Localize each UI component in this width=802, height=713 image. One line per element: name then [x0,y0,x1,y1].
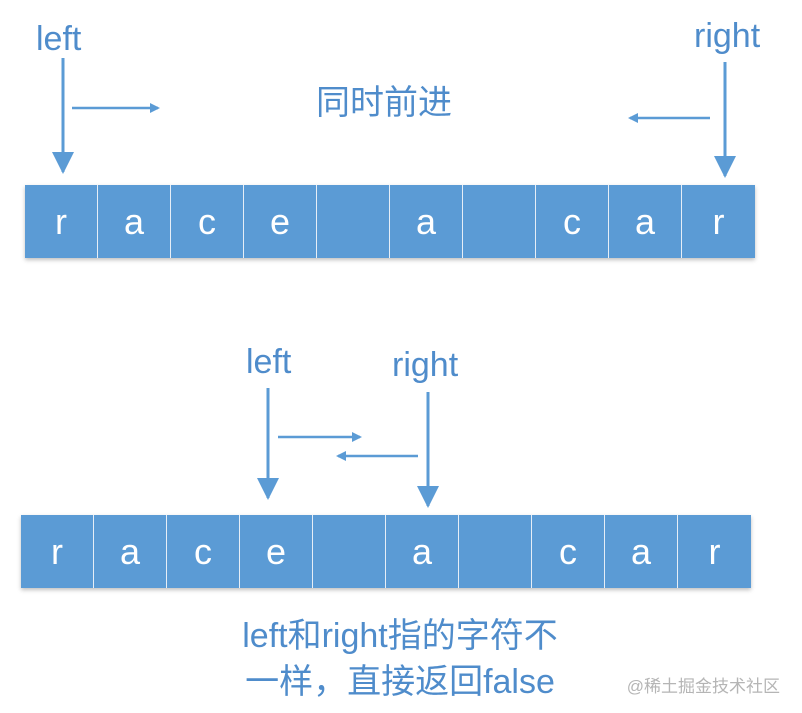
top-cell: e [244,185,317,258]
top-right-label: right [694,17,761,55]
bottom-cell: a [386,515,459,588]
watermark: @稀土掘金技术社区 [626,677,780,696]
top-cell: r [25,185,98,258]
top-cell [317,185,390,258]
bottom-cell: r [678,515,751,588]
bottom-cell [459,515,532,588]
bottom-left-label: left [246,343,292,381]
bottom-cell: a [605,515,678,588]
bottom-caption-line1: left和right指的字符不 [242,617,558,655]
top-cell: a [98,185,171,258]
top-cell: c [536,185,609,258]
bottom-string-row: r a c e a c a r [21,515,751,588]
bottom-cell: r [21,515,94,588]
bottom-cell: a [94,515,167,588]
bottom-caption: left和right指的字符不 一样，直接返回false [160,614,640,706]
top-cell: a [390,185,463,258]
top-cell [463,185,536,258]
bottom-cell: c [167,515,240,588]
bottom-cell: e [240,515,313,588]
top-string-row: r a c e a c a r [25,185,755,258]
top-left-label: left [36,20,82,58]
bottom-cell [313,515,386,588]
top-cell: c [171,185,244,258]
bottom-right-label: right [392,346,459,384]
top-cell: a [609,185,682,258]
top-caption: 同时前进 [316,84,452,122]
top-cell: r [682,185,755,258]
bottom-cell: c [532,515,605,588]
bottom-caption-line2: 一样，直接返回false [245,662,555,701]
